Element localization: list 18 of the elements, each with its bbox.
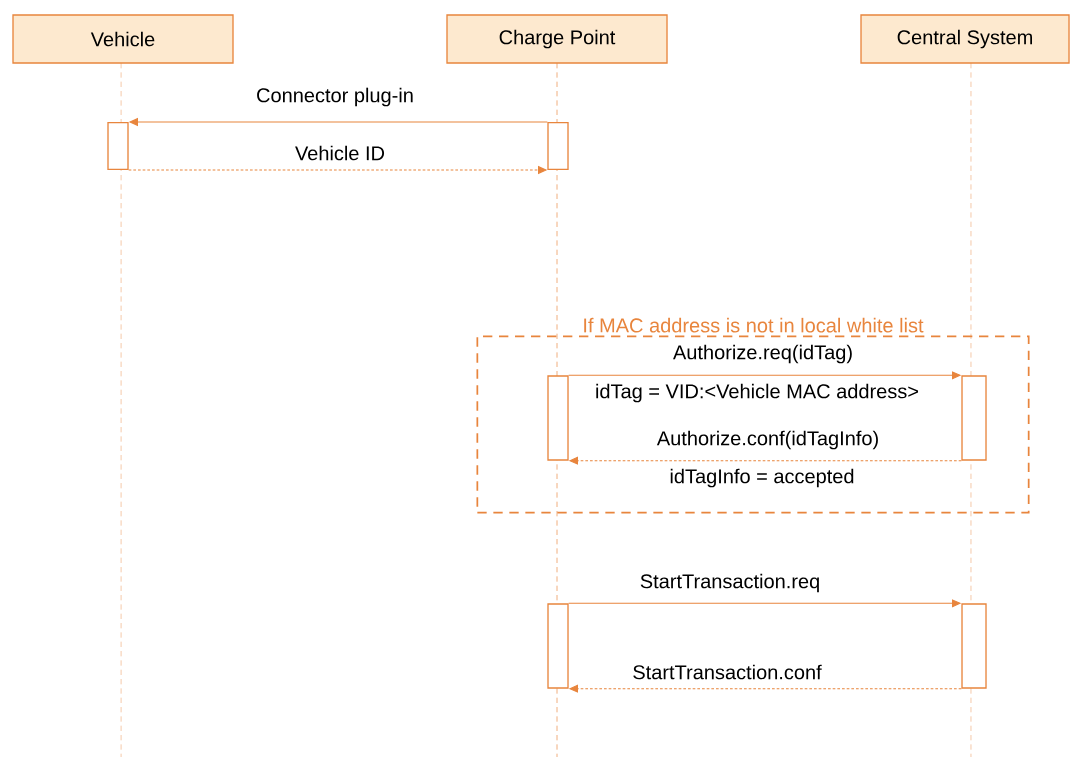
message-label: Authorize.conf(idTagInfo) — [656, 430, 878, 450]
message-label: StartTransaction.conf — [633, 664, 822, 680]
message-label: Vehicle ID — [295, 145, 385, 161]
activation-bar — [961, 375, 987, 461]
activation-bar — [107, 122, 129, 170]
activation-bar — [547, 122, 569, 170]
message-label: Connector plug-in — [257, 87, 413, 107]
node-label: If MAC address is not in local white list — [584, 317, 924, 333]
activation-bar — [961, 603, 987, 689]
activation-bar — [547, 375, 569, 461]
message-label: StartTransaction.req — [640, 573, 819, 593]
lifeline-header: Charge Point — [446, 14, 668, 64]
activation-bar — [547, 603, 569, 689]
note-text: idTagInfo = accepted — [670, 468, 854, 488]
message-label: Authorize.req(idTag) — [673, 344, 852, 364]
lifeline-header: Central System — [860, 14, 1070, 64]
note-text: idTag = VID:<Vehicle MAC address> — [596, 383, 918, 403]
lifeline-header: Vehicle — [12, 14, 234, 64]
